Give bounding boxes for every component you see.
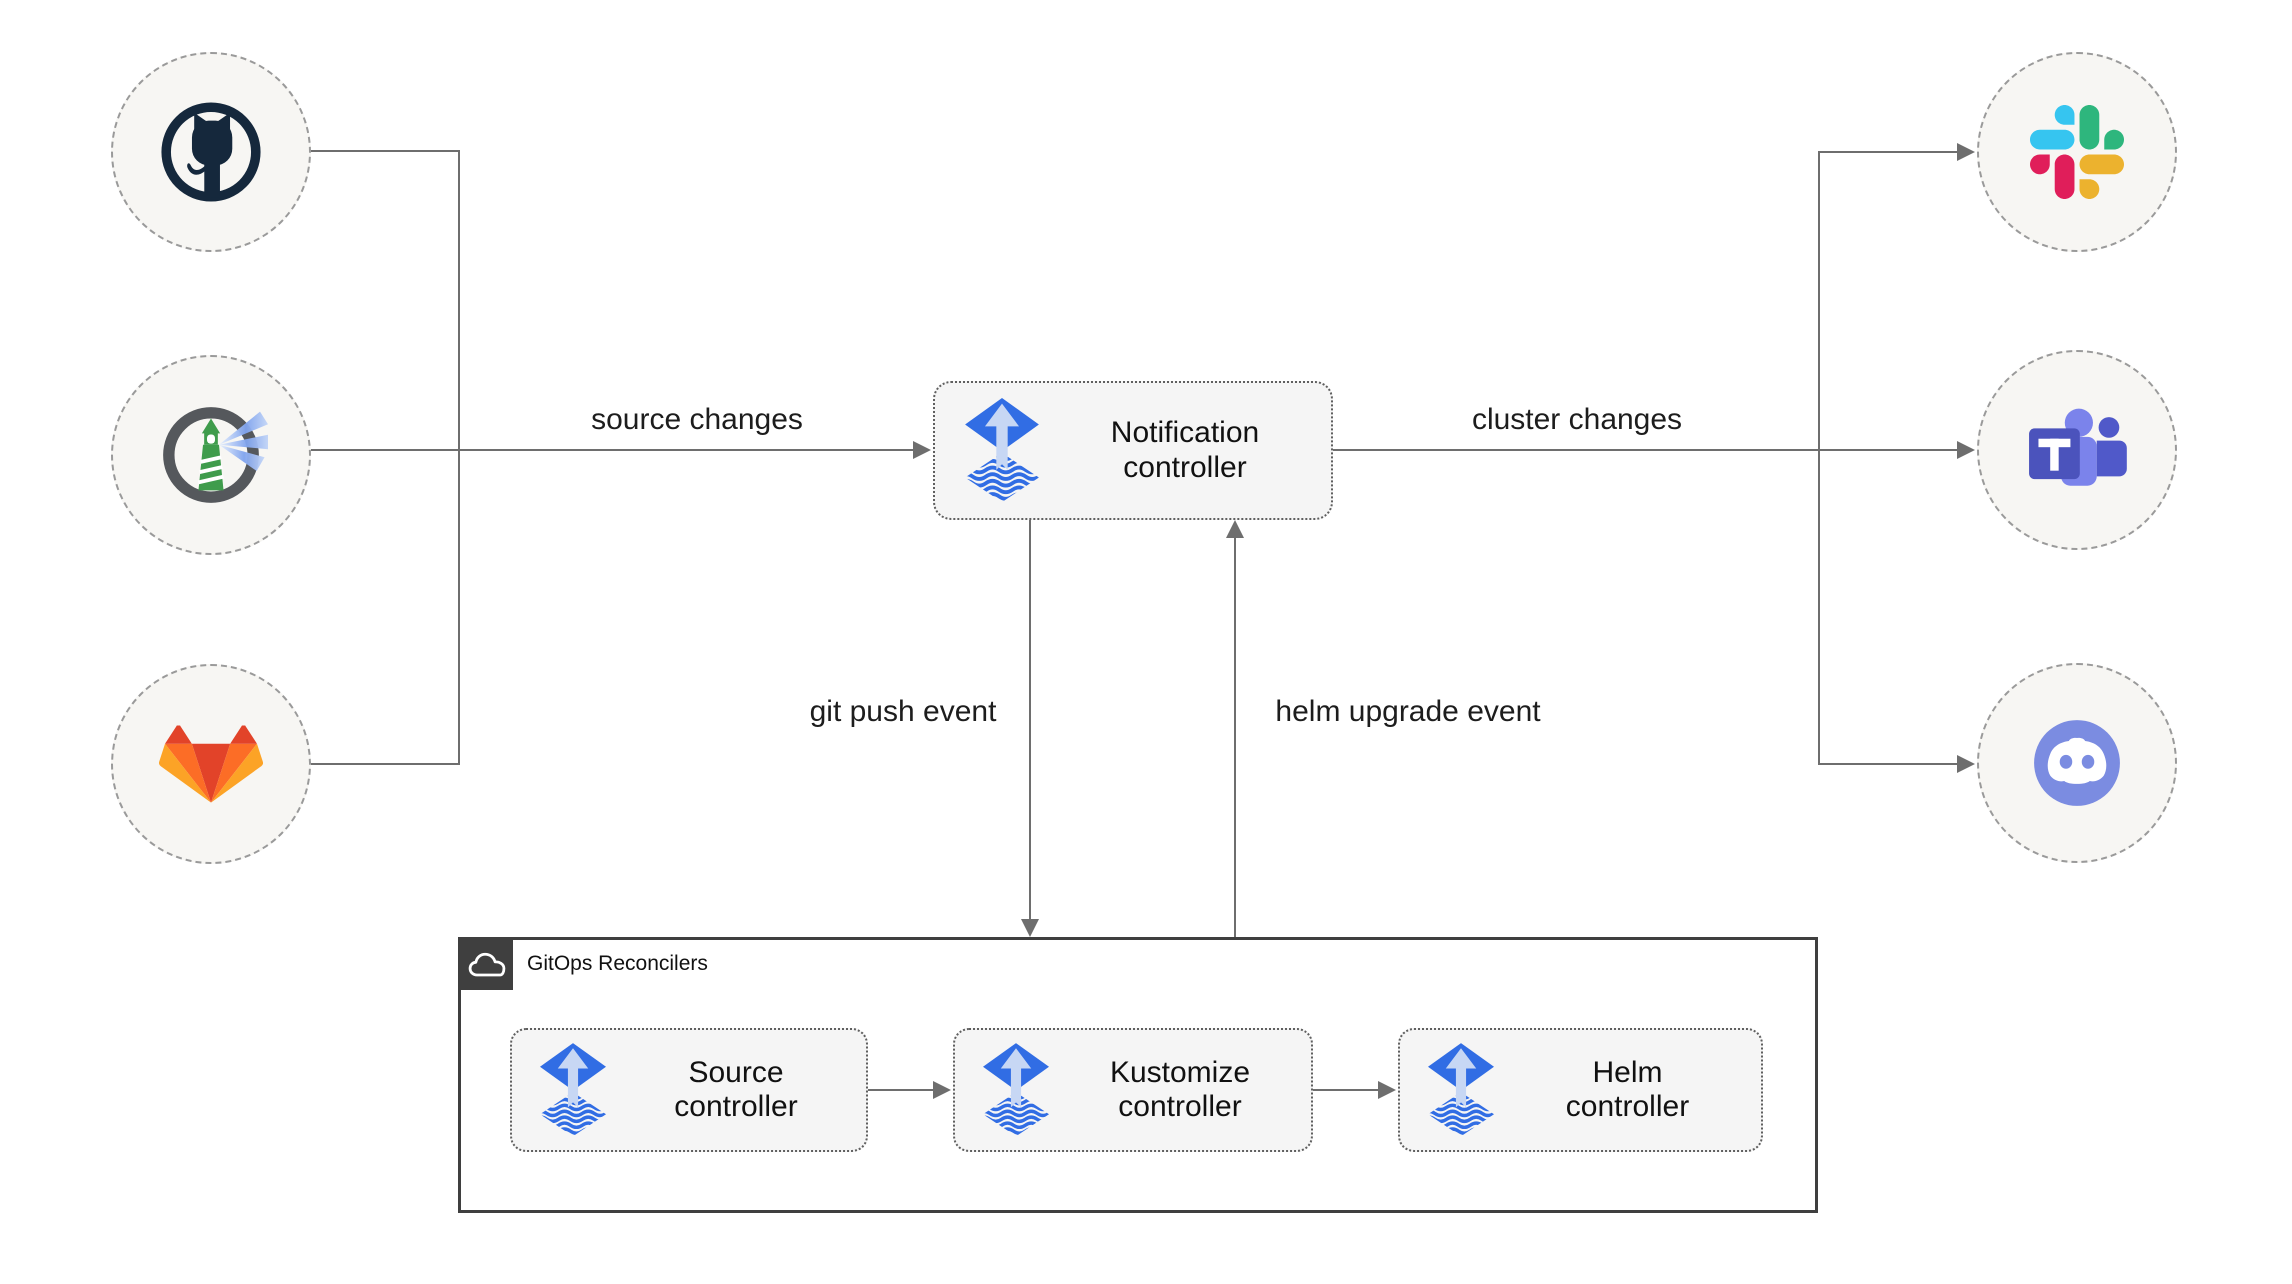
github-icon <box>155 96 267 208</box>
arrowhead-into-slack <box>1957 143 1975 161</box>
connector-git-push <box>1029 520 1031 921</box>
edge-label-source-changes: source changes <box>587 403 807 437</box>
arrowhead-into-discord <box>1957 755 1975 773</box>
kustomize-controller-node: Kustomize controller <box>953 1028 1313 1152</box>
connector-left-bus <box>458 150 460 765</box>
github-node <box>111 52 311 252</box>
connector-helm-upgrade <box>1234 536 1236 937</box>
connector-slack-stub <box>1818 151 1959 153</box>
flux-icon <box>983 1043 1049 1138</box>
teams-node <box>1977 350 2177 550</box>
connector-source-kustomize <box>868 1089 935 1091</box>
connector-github-stub <box>311 150 459 152</box>
arrowhead-git-push <box>1021 919 1039 937</box>
connector-right-bus <box>1818 151 1820 765</box>
helm-controller-label: Helm controller <box>1565 1055 1690 1124</box>
flux-icon <box>965 398 1039 504</box>
helm-controller-node: Helm controller <box>1398 1028 1763 1152</box>
source-controller-label: Source controller <box>674 1055 798 1124</box>
connector-source-changes <box>311 449 915 451</box>
teams-icon <box>2025 403 2129 497</box>
edge-label-cluster-changes: cluster changes <box>1467 403 1687 437</box>
gitops-reconcilers-label: GitOps Reconcilers <box>527 952 708 975</box>
arrowhead-into-notification <box>913 441 931 459</box>
arrowhead-into-helm <box>1378 1081 1396 1099</box>
gitlab-icon <box>159 725 263 804</box>
flux-icon <box>540 1043 606 1138</box>
harbor-node <box>111 355 311 555</box>
flux-icon <box>1428 1043 1494 1138</box>
cloud-icon <box>467 950 507 980</box>
container-badge <box>461 940 513 990</box>
kustomize-controller-label: Kustomize controller <box>1109 1055 1251 1124</box>
discord-node <box>1977 663 2177 863</box>
notification-controller-label: Notification controller <box>1110 416 1260 484</box>
gitlab-node <box>111 664 311 864</box>
connector-gitlab-stub <box>311 763 459 765</box>
source-controller-node: Source controller <box>510 1028 868 1152</box>
harbor-icon <box>154 398 268 512</box>
edge-label-helm-upgrade-event: helm upgrade event <box>1271 695 1545 729</box>
discord-icon <box>2019 705 2135 821</box>
slack-node <box>1977 52 2177 252</box>
connector-cluster-changes <box>1333 449 1959 451</box>
connector-discord-stub <box>1818 763 1959 765</box>
edge-label-git-push-event: git push event <box>805 695 1001 729</box>
slack-icon <box>2030 105 2124 199</box>
notification-controller-node: Notification controller <box>933 381 1333 520</box>
connector-kustomize-helm <box>1313 1089 1380 1091</box>
arrowhead-into-teams <box>1957 441 1975 459</box>
arrowhead-helm-upgrade <box>1226 520 1244 538</box>
arrowhead-into-kustomize <box>933 1081 951 1099</box>
